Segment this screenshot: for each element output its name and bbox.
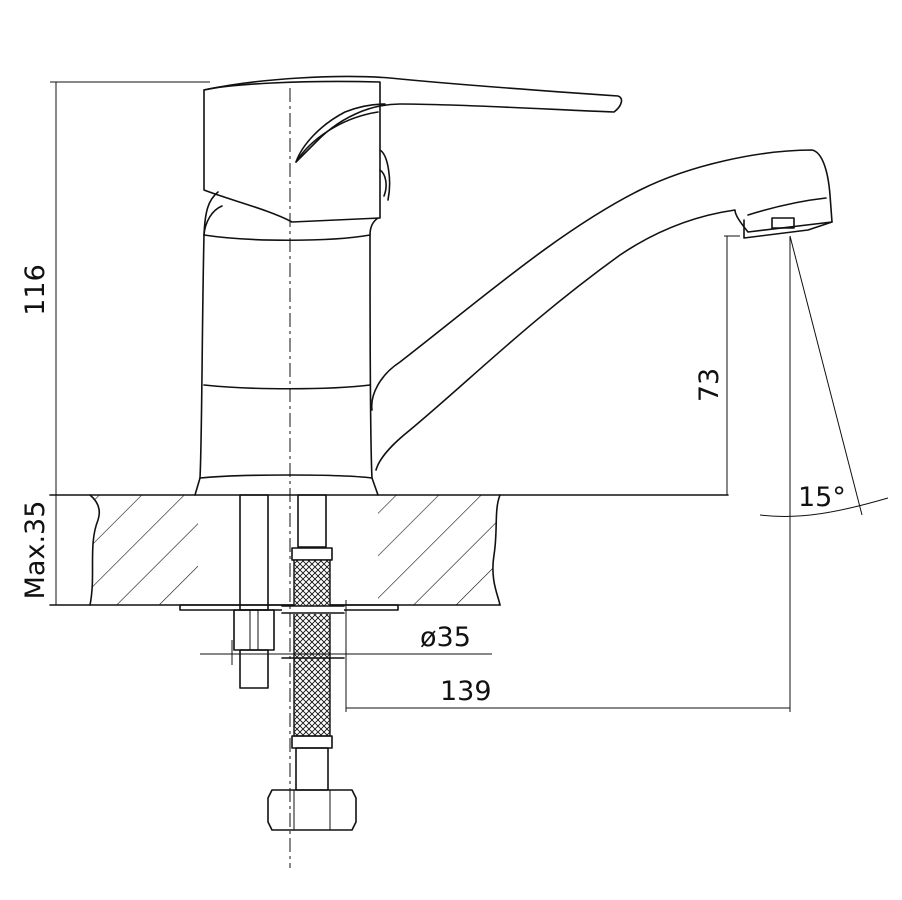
countertop-section [49,494,729,611]
dim-total-height: 116 [20,81,210,495]
dim-spout-height: 73 [694,235,740,495]
faucet-body [194,191,379,496]
supply-hose [267,494,357,831]
spout [371,149,833,471]
mounting-stud [233,494,275,689]
dim-spout-angle-label: 15° [798,482,846,513]
dim-max-thickness: Max.35 [20,495,57,605]
dim-spout-height-label: 73 [694,368,725,402]
handle-lever [203,75,623,223]
dim-spout-reach-label: 139 [440,676,492,707]
dim-max-thickness-label: Max.35 [20,501,51,600]
dim-total-height-label: 116 [20,264,51,316]
dim-hole-diameter-label: ø35 [420,622,471,653]
dim-spout-reach: 139 [345,236,791,712]
dim-spout-angle: 15° [759,235,889,517]
